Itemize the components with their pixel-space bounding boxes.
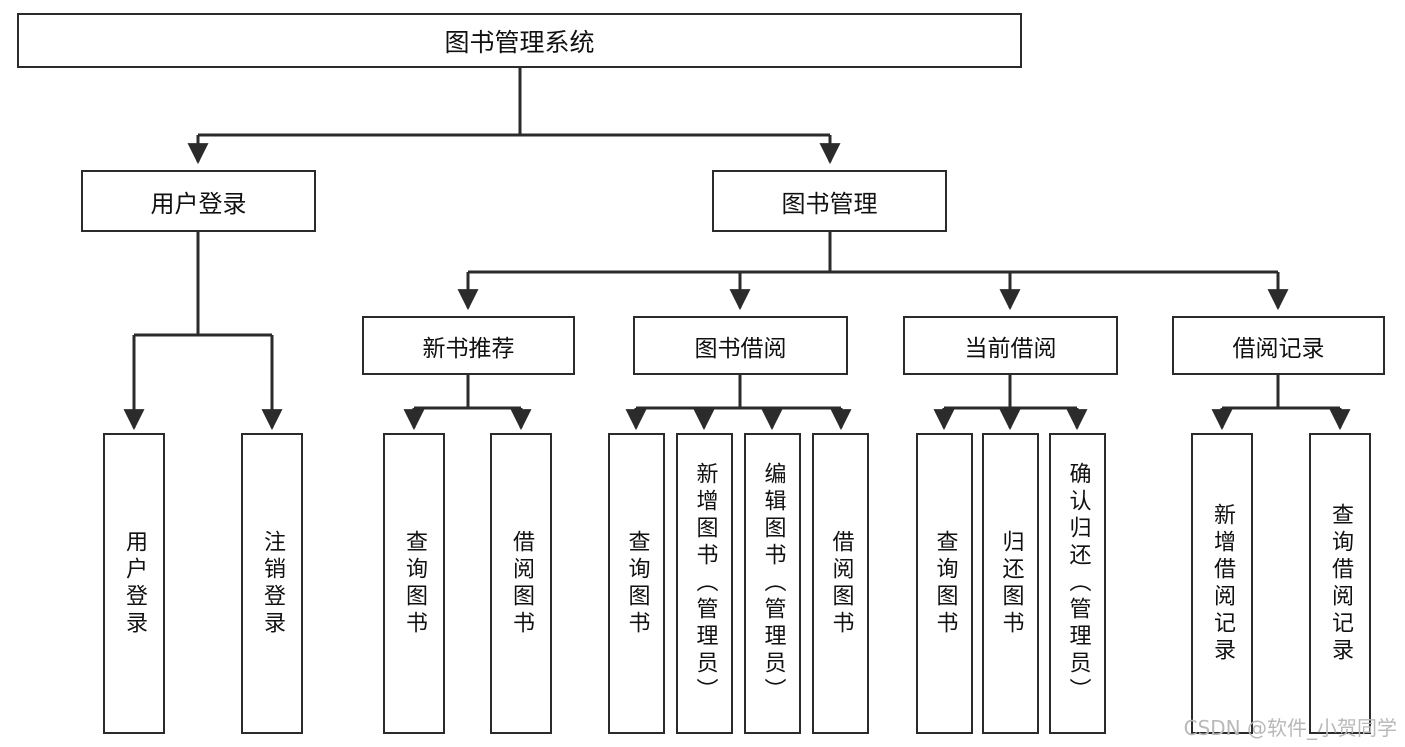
node-label: 借阅记录 [1232,335,1325,362]
node-book-management[interactable]: 图书管理 [712,170,947,232]
leaf-edit-book-admin[interactable]: 编辑图书（管理员） [744,433,801,734]
leaf-add-borrow-record[interactable]: 新增借阅记录 [1191,433,1253,734]
node-label: 新增借阅记录 [1210,502,1235,665]
node-new-book-recommend[interactable]: 新书推荐 [362,316,575,375]
node-root-system[interactable]: 图书管理系统 [17,13,1022,68]
node-book-borrow[interactable]: 图书借阅 [633,316,848,375]
leaf-query-book-borrow[interactable]: 查询图书 [608,433,665,734]
node-label: 确认归还（管理员） [1065,462,1091,705]
node-label: 图书管理 [781,189,878,218]
leaf-user-login[interactable]: 用户登录 [103,433,165,734]
leaf-query-book-newbook[interactable]: 查询图书 [383,433,445,734]
node-label: 查询图书 [932,529,958,638]
leaf-borrow-book-newbook[interactable]: 借阅图书 [490,433,552,734]
node-label: 新书推荐 [422,335,515,362]
node-label: 用户登录 [122,529,147,638]
node-label: 归还图书 [998,529,1024,638]
leaf-logout[interactable]: 注销登录 [241,433,303,734]
node-label: 当前借阅 [964,335,1057,362]
node-label: 用户登录 [150,189,247,218]
node-user-login[interactable]: 用户登录 [81,170,316,232]
node-label: 图书借阅 [694,335,787,362]
node-label: 查询图书 [624,529,650,638]
leaf-confirm-return-admin[interactable]: 确认归还（管理员） [1049,433,1106,734]
node-label: 借阅图书 [509,529,534,638]
node-label: 借阅图书 [828,529,854,638]
node-label: 图书管理系统 [444,27,595,57]
watermark: CSDN @软件_小贺同学 [1183,716,1397,740]
node-label: 编辑图书（管理员） [760,462,786,705]
leaf-query-borrow-record[interactable]: 查询借阅记录 [1309,433,1371,734]
node-label: 查询借阅记录 [1328,502,1353,665]
node-current-borrow[interactable]: 当前借阅 [903,316,1118,375]
node-label: 新增图书（管理员） [692,462,718,705]
node-label: 查询图书 [402,529,427,638]
leaf-add-book-admin[interactable]: 新增图书（管理员） [676,433,733,734]
leaf-borrow-book[interactable]: 借阅图书 [812,433,869,734]
leaf-query-book-current[interactable]: 查询图书 [916,433,973,734]
node-borrow-record[interactable]: 借阅记录 [1172,316,1385,375]
leaf-return-book[interactable]: 归还图书 [982,433,1039,734]
node-label: 注销登录 [260,529,285,638]
